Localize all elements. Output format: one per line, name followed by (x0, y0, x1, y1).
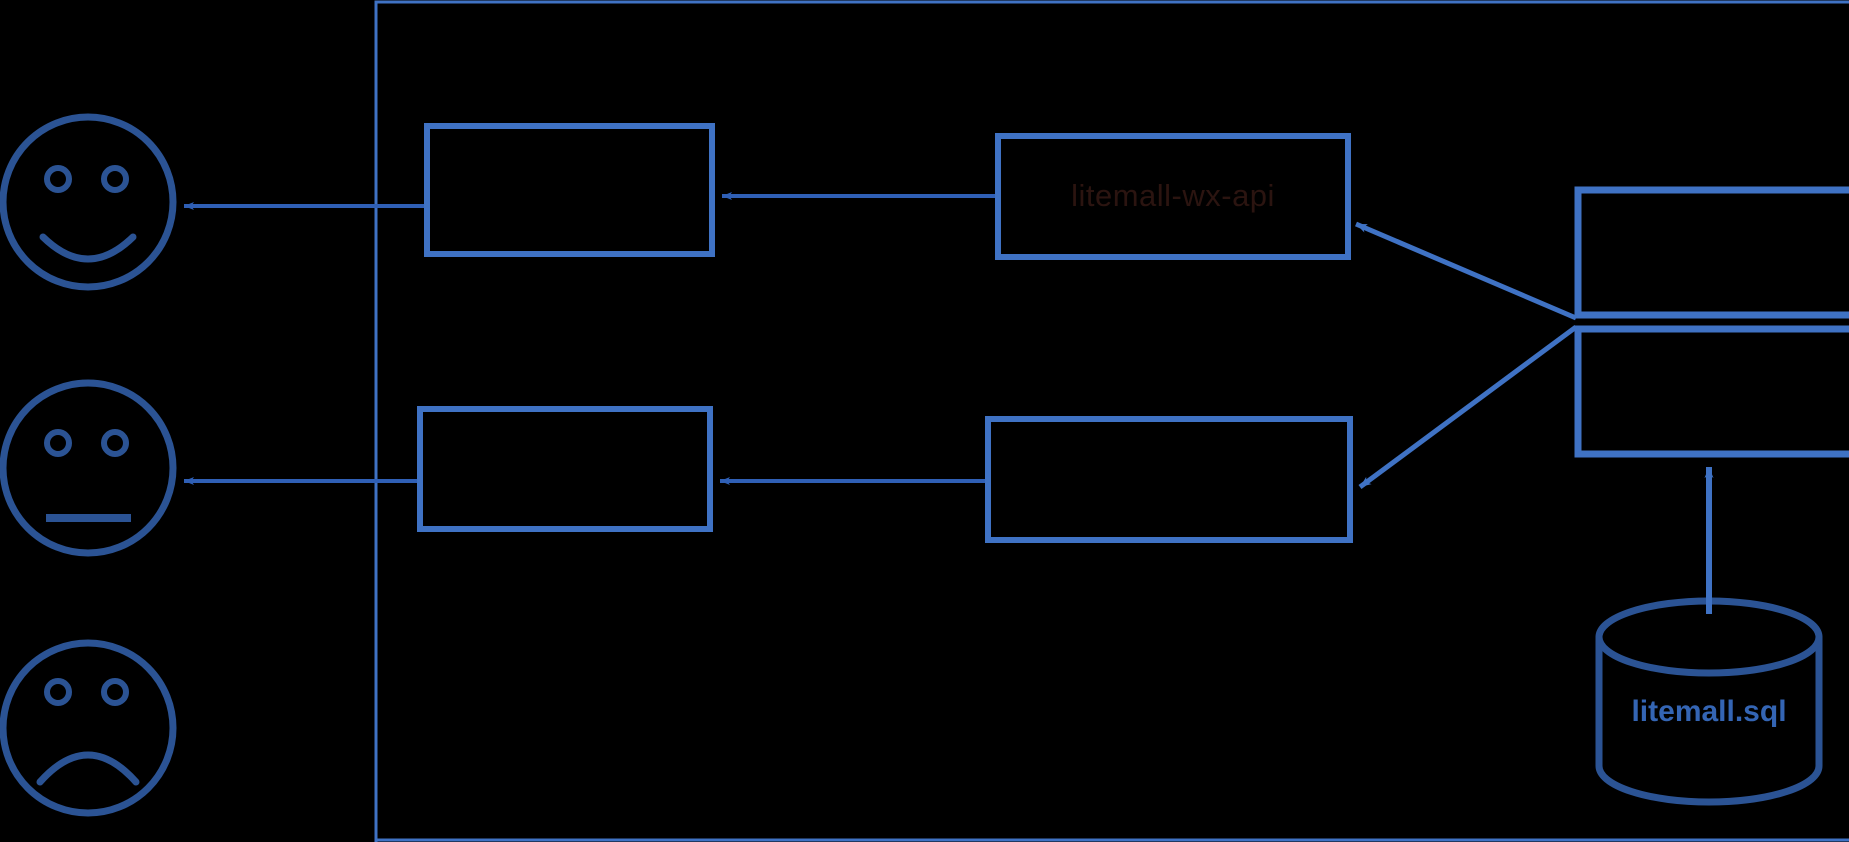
node-service-top[interactable] (1574, 186, 1849, 319)
edge-service-to-wx-api (1355, 221, 1577, 321)
actor-sad-user (0, 639, 177, 817)
node-frontend-top[interactable] (424, 123, 715, 257)
system-boundary (374, 0, 1849, 842)
actor-neutral-user (0, 379, 177, 557)
node-admin-api[interactable] (985, 416, 1353, 543)
edge-service-to-admin-api (1358, 324, 1578, 490)
node-wx-api-label: litemall-wx-api (1071, 178, 1275, 213)
node-frontend-bottom[interactable] (417, 406, 713, 532)
node-service-bottom[interactable] (1574, 325, 1849, 458)
database-label: litemall.sql (1631, 695, 1786, 728)
node-wx-api[interactable]: litemall-wx-api (995, 133, 1351, 260)
actor-happy-user (0, 113, 177, 291)
database-litemall-sql[interactable]: litemall.sql (1595, 597, 1823, 806)
